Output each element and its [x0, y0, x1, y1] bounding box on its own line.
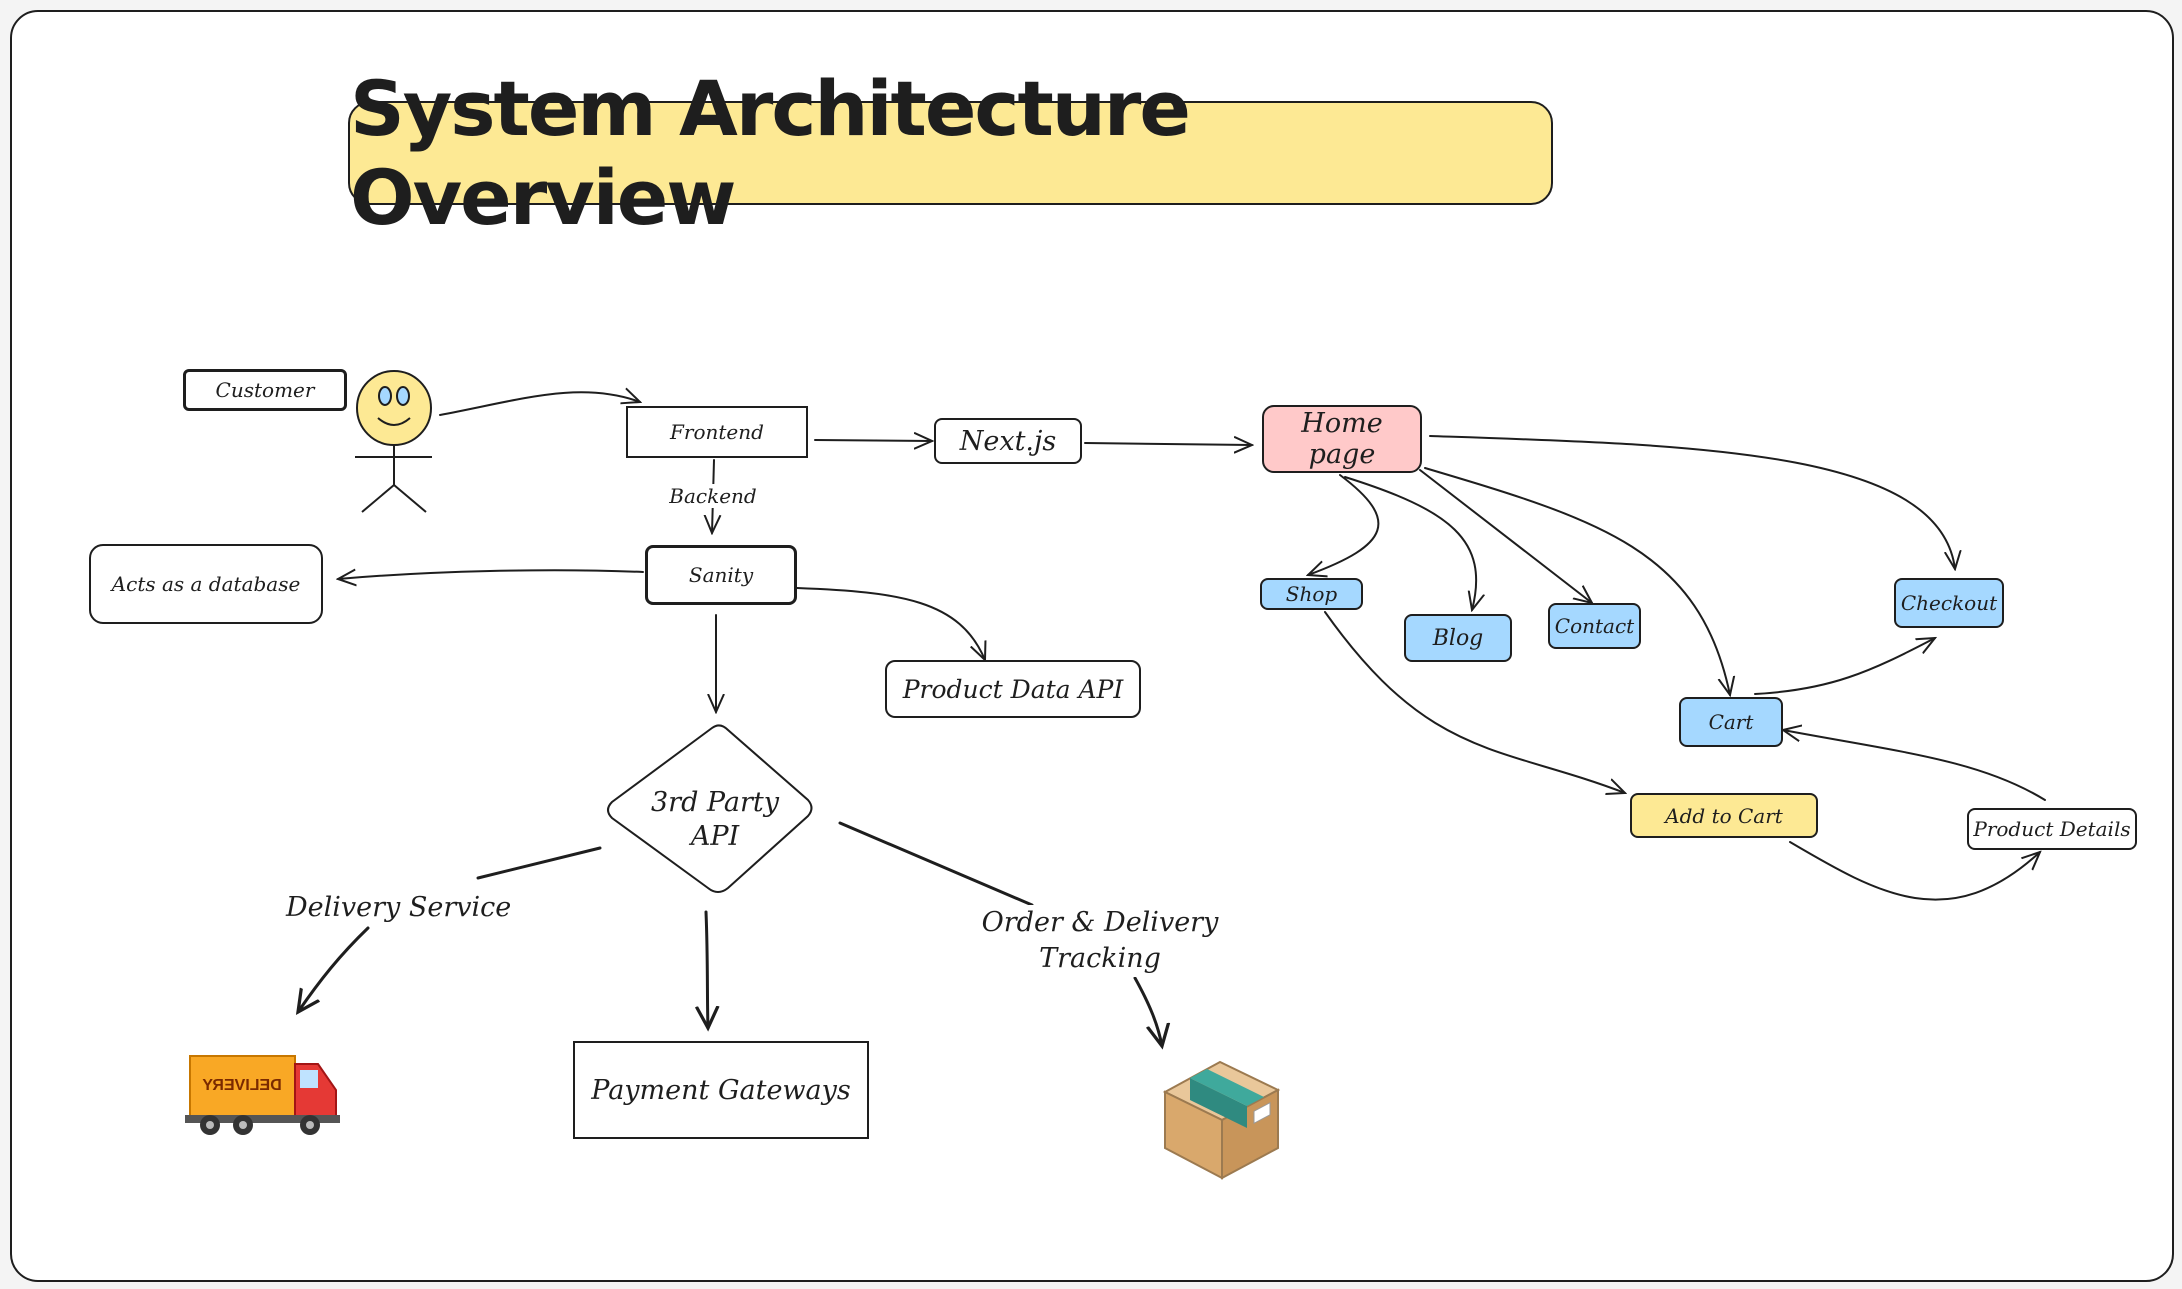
- blog-node[interactable]: Blog: [1404, 614, 1512, 662]
- database-note: Acts as a database: [89, 544, 323, 624]
- cart-node[interactable]: Cart: [1679, 697, 1783, 747]
- shop-node[interactable]: Shop: [1260, 578, 1363, 610]
- 3rd-party-api-label: 3rd Party API: [650, 787, 779, 852]
- order-tracking-label: Order & Delivery Tracking: [980, 905, 1220, 977]
- payment-gateways-node[interactable]: Payment Gateways: [573, 1041, 869, 1139]
- backend-edge-label: Backend: [668, 484, 758, 508]
- delivery-service-label: Delivery Service: [286, 892, 512, 923]
- nextjs-node[interactable]: Next.js: [934, 418, 1082, 464]
- product-details-node[interactable]: Product Details: [1967, 808, 2137, 850]
- home-page-node[interactable]: Home page: [1262, 405, 1422, 473]
- contact-node[interactable]: Contact: [1548, 603, 1641, 649]
- customer-label: Customer: [183, 369, 347, 411]
- add-to-cart-node[interactable]: Add to Cart: [1630, 793, 1818, 838]
- diagram-title: System Architecture Overview: [348, 64, 1553, 242]
- sanity-node[interactable]: Sanity: [645, 545, 797, 605]
- checkout-node[interactable]: Checkout: [1894, 578, 2004, 628]
- product-data-api-node[interactable]: Product Data API: [885, 660, 1141, 718]
- frontend-node[interactable]: Frontend: [626, 406, 808, 458]
